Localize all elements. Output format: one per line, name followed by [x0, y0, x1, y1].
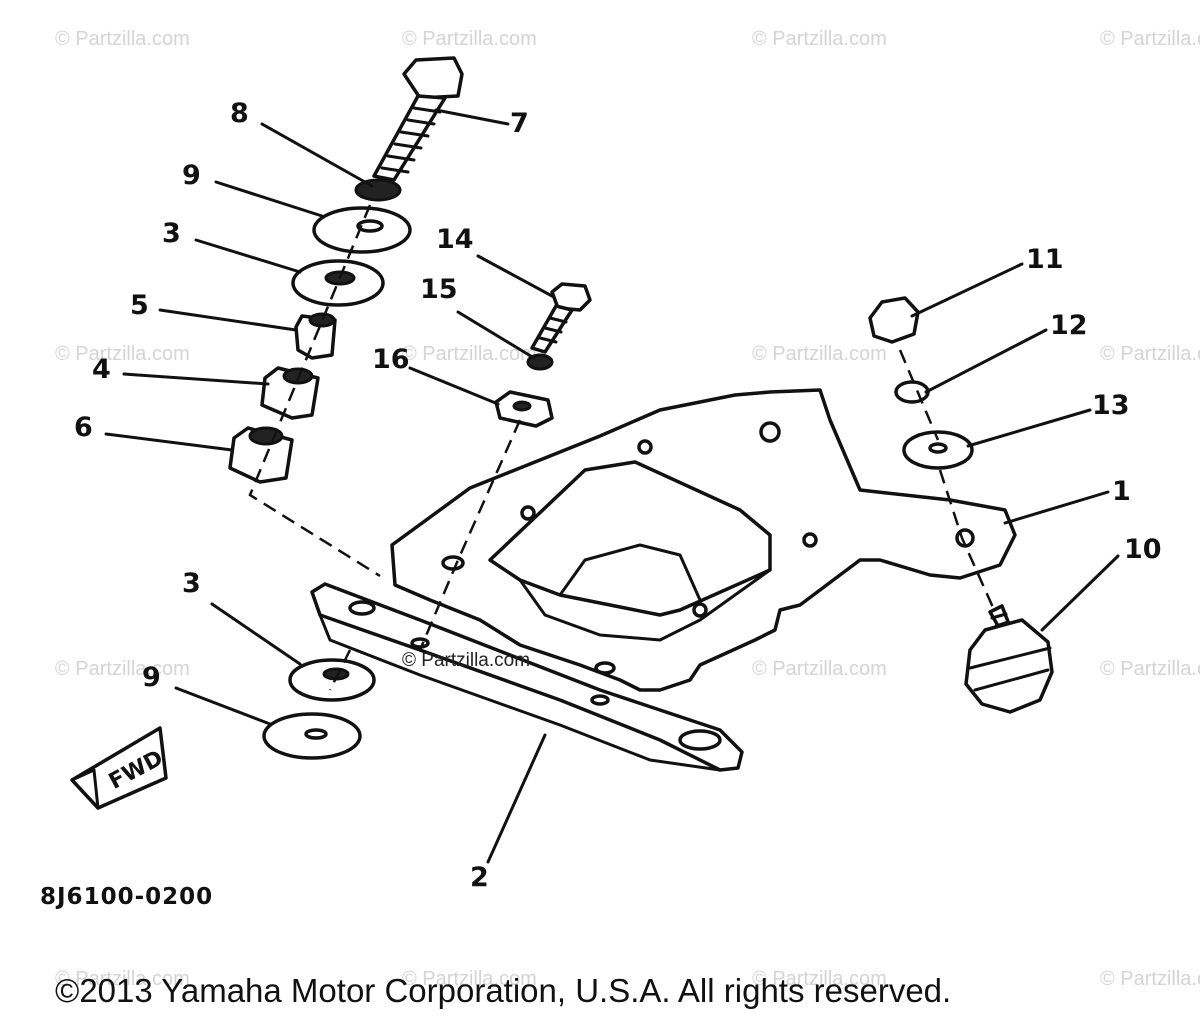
callout-label: 2: [470, 862, 489, 893]
watermark: © Partzilla.com: [55, 343, 190, 365]
center-watermark: © Partzilla.com: [402, 650, 531, 671]
watermark: © Partzilla.com: [752, 658, 887, 680]
callout-label: 9: [182, 160, 201, 191]
watermark: © Partzilla.com: [752, 28, 887, 50]
watermark: © Partzilla.com: [55, 968, 190, 990]
callout-label: 1: [1112, 476, 1131, 507]
callout-label: 13: [1092, 390, 1130, 421]
rubber-mount: [288, 658, 376, 702]
watermark: © Partzilla.com: [1100, 968, 1200, 990]
watermark: © Partzilla.com: [55, 658, 190, 680]
washer: [262, 712, 362, 760]
spacer: [260, 366, 320, 420]
damper: [964, 604, 1054, 714]
callout-label: 6: [74, 412, 93, 443]
callout-label: 5: [130, 290, 149, 321]
callout-label: 11: [1026, 244, 1064, 275]
nut: [354, 178, 402, 202]
watermark: © Partzilla.com: [402, 968, 537, 990]
watermark: © Partzilla.com: [752, 343, 887, 365]
watermark: © Partzilla.com: [1100, 28, 1200, 50]
copyright-notice: ©2013 Yamaha Motor Corporation, U.S.A. A…: [55, 972, 952, 1009]
leader-lines: [104, 108, 1120, 864]
fwd-arrow: FWD: [70, 726, 168, 810]
nut: [894, 380, 930, 404]
callout-label: 10: [1124, 534, 1162, 565]
callout-label: 12: [1050, 310, 1088, 341]
washer: [312, 206, 412, 254]
watermark: © Partzilla.com: [752, 968, 887, 990]
callout-label: 16: [372, 344, 410, 375]
callout-label: 15: [420, 274, 458, 305]
watermark: © Partzilla.com: [55, 28, 190, 50]
washer: [902, 430, 974, 470]
watermark: © Partzilla.com: [402, 343, 537, 365]
callout-label: 3: [162, 218, 181, 249]
callout-label: 7: [510, 108, 529, 139]
bracket-plate: [390, 388, 1017, 692]
callout-label: 9: [142, 662, 161, 693]
plate-washer: [494, 390, 554, 428]
callout-label: 8: [230, 98, 249, 129]
bolt: [372, 56, 464, 182]
diagram-code: 8J6100-0200: [40, 884, 214, 910]
callout-label: 4: [92, 354, 111, 385]
watermark: © Partzilla.com: [402, 28, 537, 50]
watermark: © Partzilla.com: [1100, 343, 1200, 365]
callout-label: 3: [182, 568, 201, 599]
screw: [530, 282, 592, 354]
assembly-lines: [248, 204, 997, 691]
callout-label: 14: [436, 224, 474, 255]
rubber-mount: [291, 259, 385, 307]
watermark: © Partzilla.com: [1100, 658, 1200, 680]
bushing: [228, 426, 294, 484]
cap-nut: [868, 296, 920, 344]
